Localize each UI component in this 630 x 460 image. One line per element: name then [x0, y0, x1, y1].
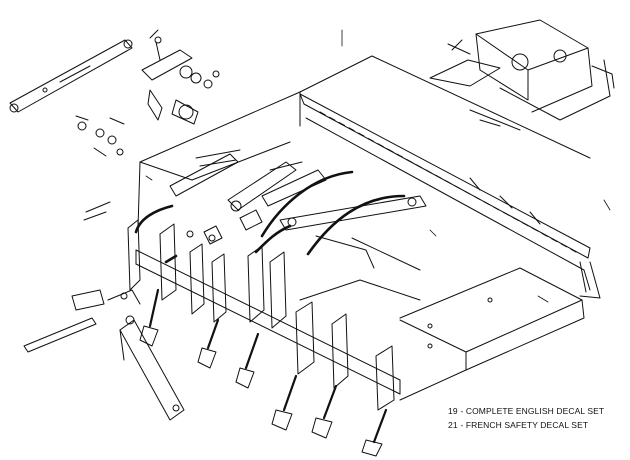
legend-row-french-decals: 21 - FRENCH SAFETY DECAL SET: [448, 418, 626, 432]
decal-set-legend: 19 - COMPLETE ENGLISH DECAL SET 21 - FRE…: [448, 404, 626, 432]
linkage-arms: [169, 149, 427, 301]
legend-item-label: - FRENCH SAFETY DECAL SET: [460, 420, 589, 430]
link-bar-part: [9, 39, 133, 113]
legend-row-english-decals: 19 - COMPLETE ENGLISH DECAL SET: [448, 404, 626, 418]
legend-item-label: - COMPLETE ENGLISH DECAL SET: [460, 406, 605, 416]
legend-item-number: 21: [448, 420, 458, 430]
main-frame-top-plate: [137, 55, 591, 229]
shank-points: [148, 288, 388, 444]
curved-standards: [134, 170, 406, 264]
pivot-hardware-cluster: [75, 29, 220, 157]
lift-bracket-assembly: [429, 19, 615, 131]
front-cross-beam: [135, 249, 585, 401]
rear-rail-channel: [299, 93, 601, 299]
point-tips: [139, 325, 383, 457]
callout-ticks: [145, 29, 611, 303]
legend-item-number: 19: [448, 406, 458, 416]
gauge-bracket-part: [23, 201, 185, 421]
